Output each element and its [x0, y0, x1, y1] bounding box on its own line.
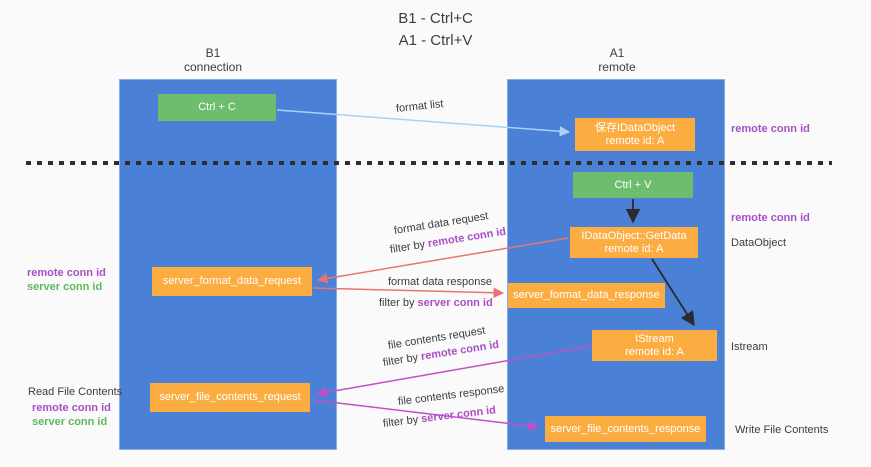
node-istream: IStream remote id: A — [592, 330, 717, 361]
node-ctrl-c-label: Ctrl + C — [198, 101, 236, 113]
arrow-format-data-request — [316, 237, 569, 284]
diagram-title: B1 - Ctrl+C A1 - Ctrl+V — [0, 8, 871, 52]
flow-label-format-data-response-filter: filter by server conn id — [379, 297, 493, 309]
annotation-read-file-contents: Read File Contents — [28, 386, 123, 398]
annotation-write-file-contents: Write File Contents — [735, 424, 829, 436]
lane-a1-subtitle: remote — [598, 60, 636, 74]
node-ctrl-v-label: Ctrl + V — [614, 178, 652, 191]
lane-header-a1: A1 remote — [557, 46, 677, 74]
node-server-format-data-request-label: server_format_data_request — [162, 275, 302, 287]
diagram-title-line2: A1 - Ctrl+V — [398, 32, 473, 49]
diagram-title-line1: B1 - Ctrl+C — [398, 10, 473, 27]
annotation-dataobject: DataObject — [731, 237, 787, 249]
node-ctrl-v: Ctrl + V — [573, 172, 693, 198]
node-save-idataobject: 保存IDataObject remote id: A — [575, 118, 695, 151]
annotation-istream: Istream — [731, 341, 768, 353]
annotation-remote-conn-id-mid: remote conn id — [731, 212, 810, 224]
arrow-format-data-response — [312, 287, 505, 298]
annotation-left-server-conn-id-1: server conn id — [27, 281, 103, 293]
node-server-file-contents-request-label: server_file_contents_request — [159, 391, 301, 403]
filter-key-server-conn-id: server conn id — [417, 297, 493, 309]
arrow-getdata-to-istream — [651, 258, 695, 327]
node-server-file-contents-response-label: server_file_contents_response — [550, 422, 701, 435]
node-save-idataobject-line1: 保存IDataObject — [594, 121, 676, 134]
annotation-left-remote-conn-id-2: remote conn id — [32, 402, 111, 414]
node-idataobject-getdata: IDataObject::GetData remote id: A — [570, 227, 698, 258]
lane-header-b1: B1 connection — [153, 46, 273, 74]
arrow-format-list — [276, 109, 571, 137]
node-server-file-contents-request: server_file_contents_request — [150, 383, 310, 412]
lane-a1-title: A1 — [609, 46, 625, 60]
annotation-remote-conn-id-top: remote conn id — [731, 123, 810, 135]
annotation-left-remote-conn-id-1: remote conn id — [27, 267, 106, 279]
node-save-idataobject-line2: remote id: A — [605, 134, 665, 147]
node-idataobject-getdata-line1: IDataObject::GetData — [581, 229, 687, 242]
node-server-file-contents-response: server_file_contents_response — [545, 416, 706, 442]
node-istream-line2: remote id: A — [625, 345, 684, 358]
filter-by-text: filter by — [379, 297, 418, 309]
node-server-format-data-request: server_format_data_request — [152, 267, 312, 296]
node-ctrl-c: Ctrl + C — [158, 94, 276, 121]
arrow-file-contents-response — [312, 399, 540, 432]
lane-b1-title: B1 — [205, 46, 221, 60]
node-idataobject-getdata-line2: remote id: A — [604, 242, 664, 255]
flow-label-format-data-response: format data response — [388, 276, 492, 288]
lane-b1-subtitle: connection — [183, 60, 243, 74]
arrow-file-contents-request — [315, 345, 592, 398]
node-istream-line1: IStream — [635, 332, 674, 345]
node-server-format-data-response-label: server_format_data_response — [513, 289, 660, 301]
annotation-left-server-conn-id-2: server conn id — [32, 416, 108, 428]
node-server-format-data-response: server_format_data_response — [508, 283, 665, 308]
